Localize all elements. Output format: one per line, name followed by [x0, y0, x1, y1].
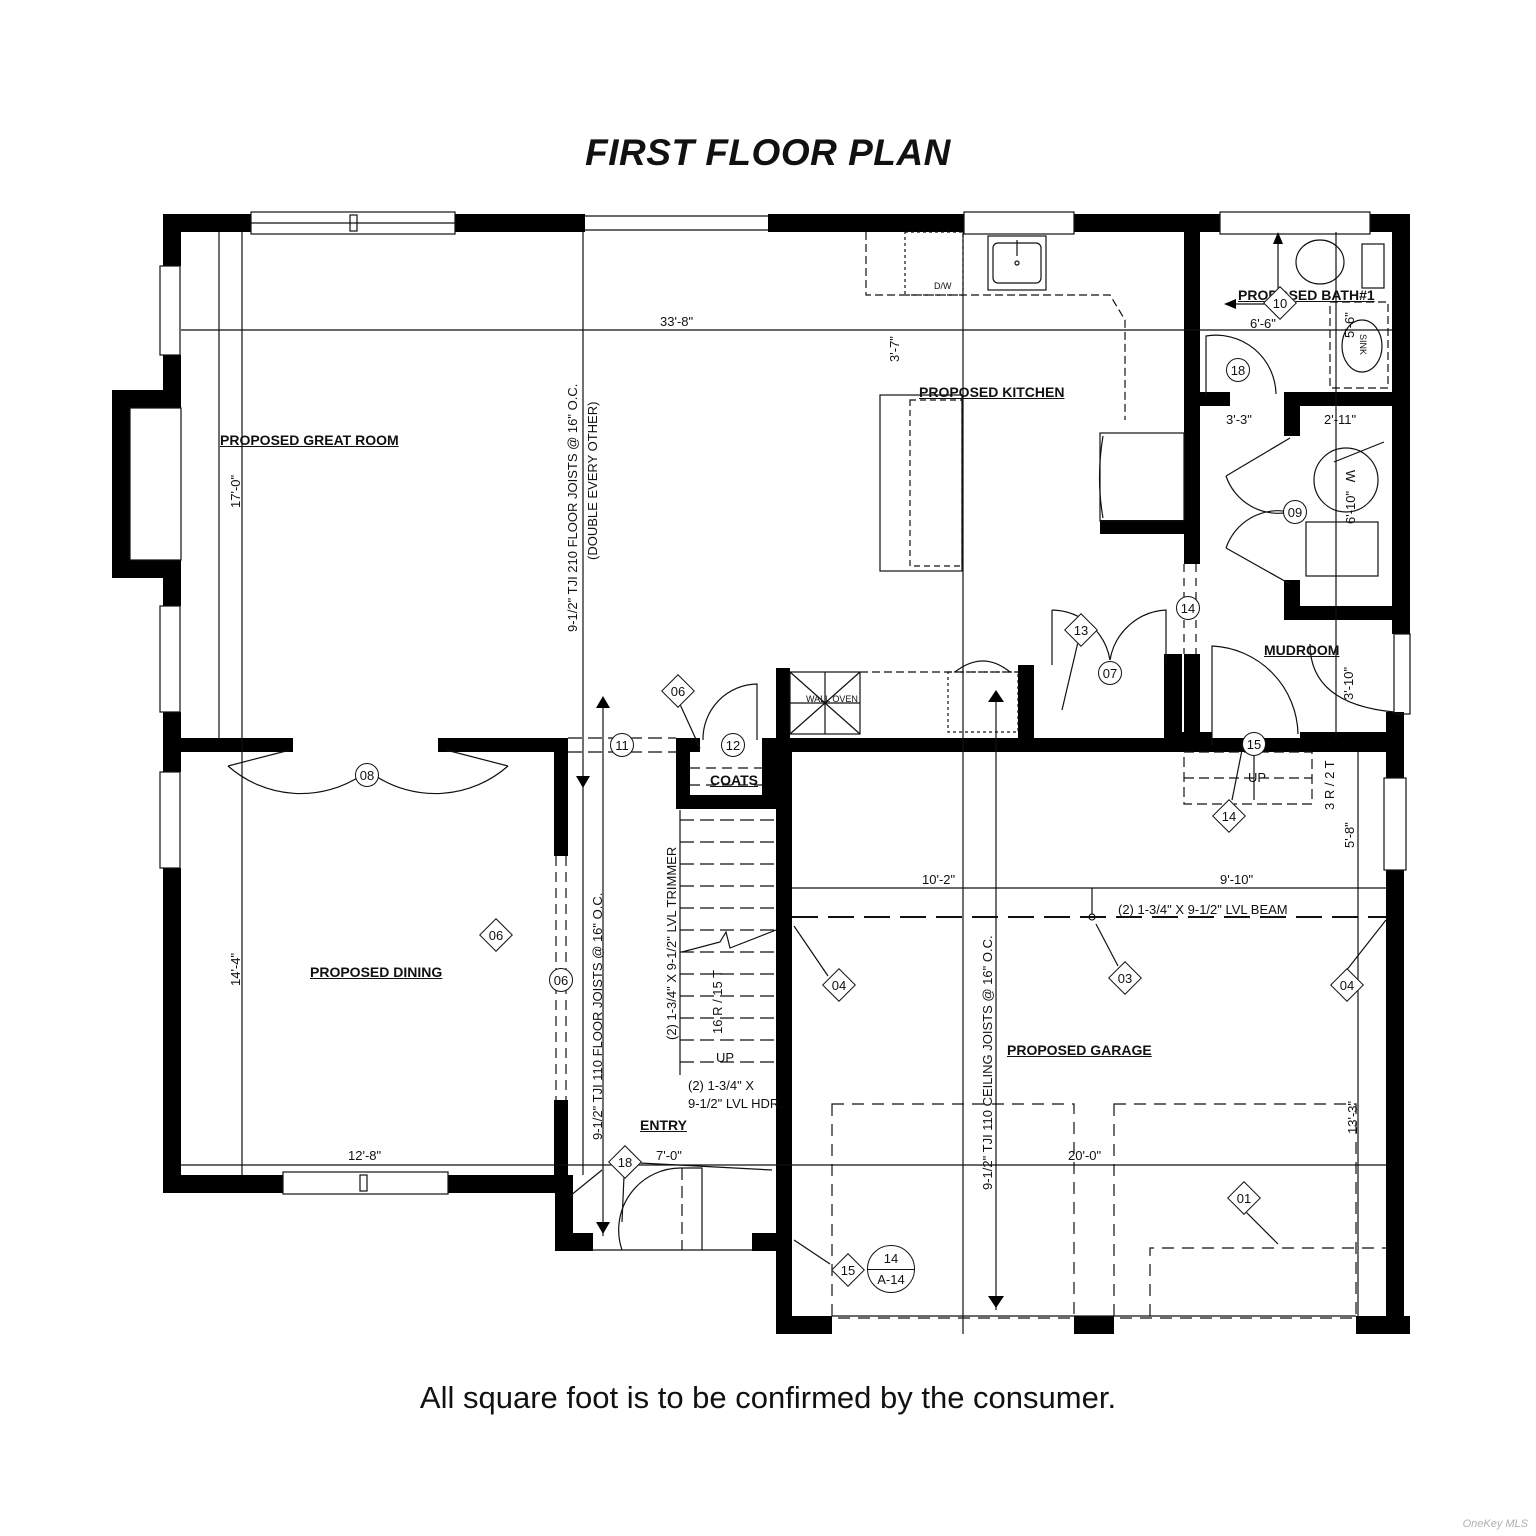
window-tag-diamond: 14 — [1212, 799, 1246, 833]
dim-garage-depth: 13'-3" — [1345, 1100, 1360, 1134]
dim-hall-width: 3'-3" — [1226, 412, 1252, 427]
note-stair-up: UP — [716, 1050, 735, 1065]
section-marker: 14 A-14 — [867, 1245, 915, 1293]
window-tag-diamond: 04 — [1330, 968, 1364, 1002]
room-label-mudroom: MUDROOM — [1264, 642, 1340, 658]
dim-dining-width: 12'-8" — [348, 1148, 382, 1163]
door-tag-circle: 15 — [1242, 732, 1266, 756]
door-tag-circle: 08 — [355, 763, 379, 787]
note-stair-risers: 16 R / 15 T — [710, 969, 725, 1034]
watermark: OneKey MLS — [1462, 1518, 1528, 1530]
note-joists-garage: 9-1/2" TJI 110 CEILING JOISTS @ 16" O.C. — [980, 935, 995, 1190]
note-mud-stair: 3 R / 2 T — [1322, 760, 1337, 810]
door-tag-circle: 09 — [1283, 500, 1307, 524]
note-joists-dining: 9-1/2" TJI 110 FLOOR JOISTS @ 16" O.C. — [590, 892, 605, 1140]
section-number: 14 — [883, 1251, 899, 1266]
note-lvl-header-1: (2) 1-3/4" X — [688, 1078, 755, 1093]
room-label-coats: COATS — [710, 772, 758, 788]
dim-bath-vanity: 5'-6" — [1342, 312, 1357, 338]
dim-garage-width: 20'-0" — [1068, 1148, 1102, 1163]
label-wall-oven: WALL OVEN — [806, 694, 858, 704]
door-tag-circle: 11 — [610, 733, 634, 757]
disclaimer-footnote: All square foot is to be confirmed by th… — [419, 1380, 1117, 1415]
dim-kitchen-counter: 3'-7" — [887, 336, 902, 362]
window-tag-diamond: 10 — [1263, 286, 1297, 320]
room-label-garage: PROPOSED GARAGE — [1007, 1042, 1152, 1058]
door-tag-circle: 06 — [549, 968, 573, 992]
room-label-dining: PROPOSED DINING — [310, 964, 443, 980]
walls — [112, 214, 1410, 1334]
note-joists-great-room: 9-1/2" TJI 210 FLOOR JOISTS @ 16" O.C. — [565, 383, 580, 632]
window-tag-diamond: 01 — [1227, 1181, 1261, 1215]
dim-great-room-depth: 17'-0" — [228, 474, 243, 508]
note-lvl-header-2: 9-1/2" LVL HDR. — [688, 1096, 783, 1111]
note-joists-double: (DOUBLE EVERY OTHER) — [585, 401, 600, 560]
arrowheads — [576, 232, 1283, 1308]
dim-garage-step: 5'-8" — [1342, 822, 1357, 848]
window-tag-diamond: 06 — [479, 918, 513, 952]
window-tag-diamond: 13 — [1064, 613, 1098, 647]
section-sheet: A-14 — [877, 1272, 905, 1287]
window-tag-diamond: 03 — [1108, 961, 1142, 995]
dim-laundry-width: 2'-11" — [1324, 412, 1357, 427]
dim-garage-right: 9'-10" — [1220, 872, 1254, 887]
window-tag-diamond: 15 — [831, 1253, 865, 1287]
label-dishwasher: D/W — [934, 281, 952, 291]
label-washer: W — [1343, 470, 1358, 483]
dim-overall-width: 33'-8" — [660, 314, 694, 329]
dim-entry-width: 7'-0" — [656, 1148, 682, 1163]
door-tag-circle: 14 — [1176, 596, 1200, 620]
dim-mudroom-door: 3'-10" — [1341, 666, 1356, 700]
window-tag-diamond: 18 — [608, 1145, 642, 1179]
page-title: FIRST FLOOR PLAN — [585, 132, 951, 173]
room-label-bath: PROPOSED BATH#1 — [1238, 287, 1375, 303]
door-tag-circle: 12 — [721, 733, 745, 757]
room-label-great-room: PROPOSED GREAT ROOM — [220, 432, 399, 448]
room-label-kitchen: PROPOSED KITCHEN — [919, 384, 1065, 400]
label-sink: SINK — [1358, 334, 1368, 356]
section-divider — [868, 1269, 914, 1270]
dim-dining-depth: 14'-4" — [228, 952, 243, 986]
window-tag-diamond: 04 — [822, 968, 856, 1002]
note-lvl-beam: (2) 1-3/4" X 9-1/2" LVL BEAM — [1118, 902, 1288, 917]
note-mud-stair-up: UP — [1248, 770, 1267, 785]
dim-laundry-depth: 6'-10" — [1343, 490, 1358, 524]
door-tag-circle: 18 — [1226, 358, 1250, 382]
note-lvl-trimmer: (2) 1-3/4" X 9-1/2" LVL TRIMMER — [664, 846, 679, 1040]
window-tag-diamond: 06 — [661, 674, 695, 708]
thin-lines — [129, 211, 1411, 1334]
dim-garage-left: 10'-2" — [922, 872, 956, 887]
door-tag-circle: 07 — [1098, 661, 1122, 685]
room-label-entry: ENTRY — [640, 1117, 687, 1133]
